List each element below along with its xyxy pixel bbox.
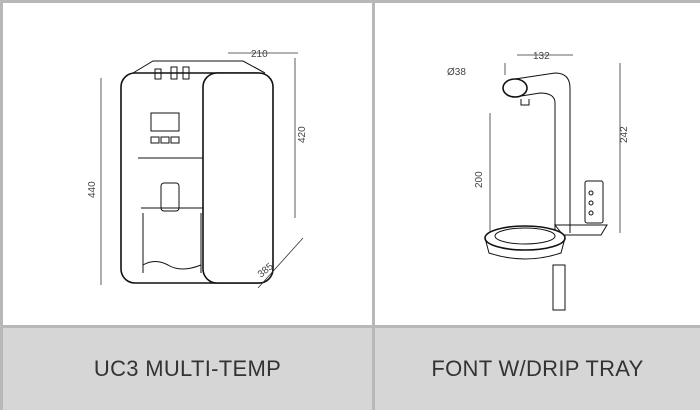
product-name-font: FONT W/DRIP TRAY: [431, 356, 644, 381]
font-dim-height-total: 242: [619, 126, 630, 143]
font-dim-reach: 132: [533, 51, 550, 62]
uc3-dim-height-body: 420: [297, 126, 308, 143]
grid-line-middle: [0, 325, 700, 328]
font-column: [514, 72, 571, 233]
grid-line-top: [0, 0, 700, 3]
product-image-font: Ø38 132 242 200: [375, 3, 700, 325]
grid-line-center: [372, 0, 375, 410]
font-bracket: [584, 180, 604, 224]
font-dim-diameter: Ø38: [447, 67, 466, 78]
product-image-uc3: 440 210 420 385: [3, 3, 372, 325]
product-label-cell-font: FONT W/DRIP TRAY: [375, 328, 700, 410]
uc3-drawing: 440 210 420 385: [87, 49, 308, 289]
font-tap-head: [502, 78, 528, 98]
grid-line-left: [0, 0, 3, 410]
uc3-display: [150, 112, 180, 132]
uc3-spout: [160, 182, 180, 212]
uc3-dim-height-total: 440: [87, 181, 98, 198]
font-dim-height-spout: 200: [474, 171, 485, 188]
uc3-dim-width: 210: [251, 49, 268, 60]
font-drawing: Ø38 132 242 200: [447, 51, 630, 311]
product-name-uc3: UC3 MULTI-TEMP: [93, 356, 282, 381]
uc3-side-panel: [202, 72, 274, 284]
product-label-cell-uc3: UC3 MULTI-TEMP: [3, 328, 372, 410]
font-drip-tray: [484, 225, 566, 251]
